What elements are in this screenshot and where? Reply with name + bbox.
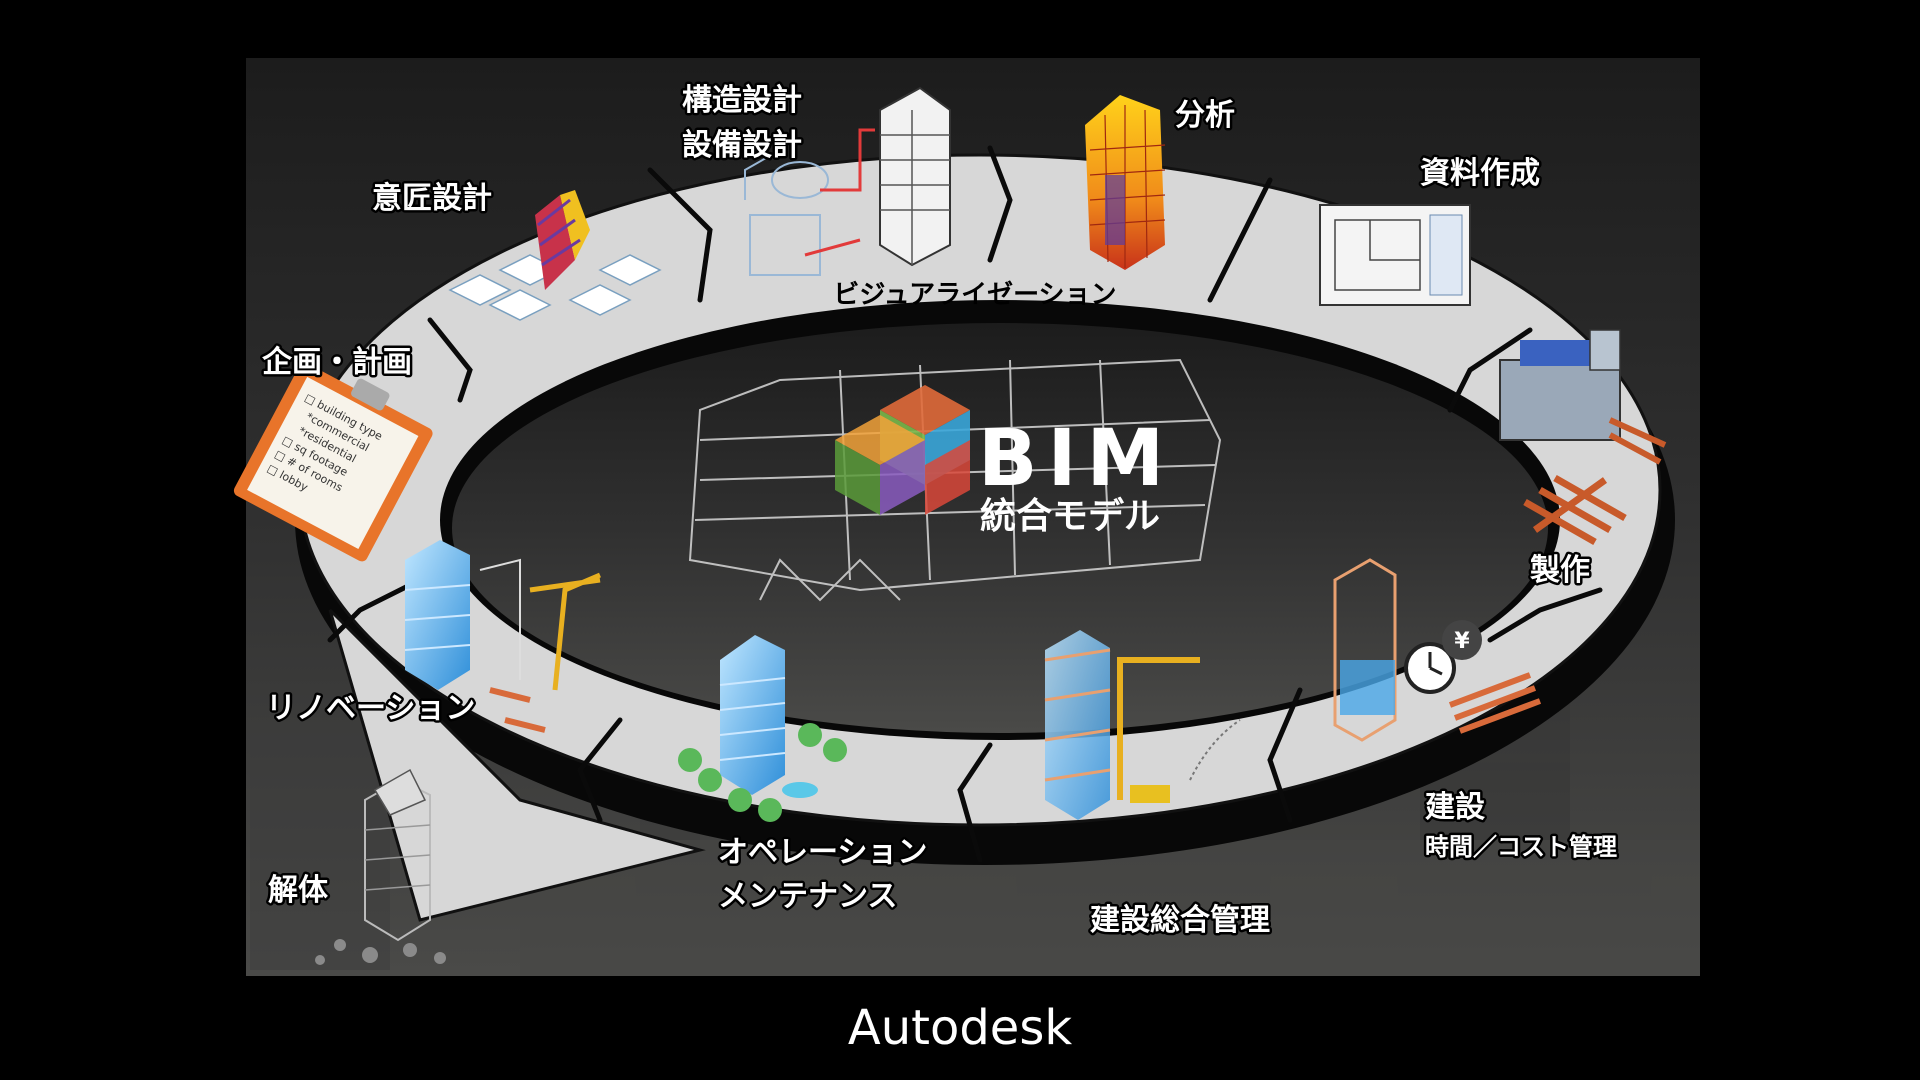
- caption-source: Autodesk: [848, 1000, 1072, 1056]
- glass-tower-icon: [678, 635, 847, 822]
- floor-plan-icon: [1319, 204, 1471, 306]
- factory-press-icon: [1499, 329, 1667, 546]
- stage-label-construction-mgmt: 建設総合管理: [1090, 903, 1270, 938]
- stage-label-facility: 設備設計: [682, 128, 802, 163]
- clock-yen-icon: ¥: [1333, 558, 1542, 742]
- stage-label-operation: オペレーション: [718, 835, 927, 870]
- stage-label-renovation: リノベーション: [266, 691, 475, 726]
- stage-label-design: 意匠設計: [372, 181, 492, 216]
- crane-renovation-icon: [404, 540, 601, 733]
- stage-label-fabrication: 製作: [1530, 553, 1590, 588]
- bim-cube-icon: [835, 385, 970, 515]
- stage-label-maintenance: メンテナンス: [718, 879, 897, 914]
- lifecycle-ring: [295, 145, 1675, 922]
- stage-label-planning: 企画・計画: [262, 345, 412, 380]
- bim-subtitle: 統合モデル: [980, 495, 1160, 537]
- stage-label-structure: 構造設計: [682, 83, 802, 118]
- demolished-building-icon: [315, 768, 446, 965]
- bim-title: BIM: [978, 414, 1174, 504]
- stage-label-demolition: 解体: [268, 873, 329, 908]
- stage-label-analysis: 分析: [1175, 98, 1235, 133]
- massing-model-icon: [448, 190, 662, 321]
- ring-label-visualization: ビジュアライゼーション: [833, 280, 1116, 310]
- heatmap-building-icon: [1085, 95, 1166, 270]
- crane-site-icon: [1044, 630, 1241, 820]
- stage-label-documents: 資料作成: [1420, 156, 1540, 191]
- stage-label-time-cost: 時間／コスト管理: [1425, 833, 1617, 861]
- clipboard-icon: □ building type *commercial *residential…: [233, 362, 433, 562]
- tower-blueprint-icon: [744, 86, 951, 276]
- svg-text:¥: ¥: [1454, 629, 1470, 654]
- stage-label-construction: 建設: [1425, 790, 1485, 825]
